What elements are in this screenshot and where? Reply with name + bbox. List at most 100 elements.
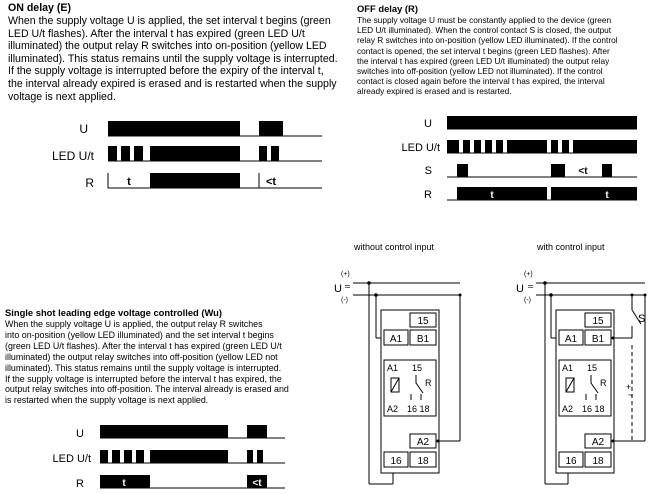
pulse-bar <box>551 187 637 200</box>
wiring-with-control-input: (+) (-) U ≂ 15 A1 B1 S + ~ A1 15 <box>516 271 647 485</box>
signal-label-u: U <box>79 122 88 136</box>
pulse-bar <box>124 450 132 463</box>
terminal-a2-inner: A2 <box>387 404 398 414</box>
terminal-15-inner: 15 <box>412 363 422 373</box>
signal-label-r: R <box>85 176 94 190</box>
signal-label-led: LED U/t <box>52 453 91 465</box>
pulse-bar <box>247 425 267 438</box>
text-line: contact is opened, the set interval t be… <box>357 45 610 56</box>
text-line: contact is closed again before the inter… <box>357 76 605 87</box>
pulse-bar <box>150 173 240 188</box>
switch-icon <box>631 309 642 325</box>
off-delay-description: The supply voltage U must be constantly … <box>357 15 618 97</box>
pulse-bar <box>457 187 547 200</box>
text-line: illuminated) the output relay R switches… <box>8 40 327 53</box>
single-shot-description: When the supply voltage U is applied, th… <box>5 319 289 406</box>
text-line: already expired is erased and is restart… <box>357 86 512 97</box>
text-line: switches into off-position (yellow LED n… <box>357 66 603 77</box>
pulse-bar <box>551 164 565 177</box>
on-delay-timing-diagram: U LED U/t R t <t <box>52 121 322 190</box>
terminal-a1: A1 <box>390 334 403 345</box>
terminal-18: 18 <box>417 456 429 467</box>
pulse-bar <box>474 140 481 153</box>
pulse-bar <box>602 164 612 177</box>
text-line: relay R switches into on-position (yello… <box>357 35 618 46</box>
supply-label: U <box>516 283 524 295</box>
pulse-bar <box>562 140 569 153</box>
on-delay-title: ON delay (E) <box>8 2 71 14</box>
on-delay-description: When the supply voltage U is applied, th… <box>8 15 338 103</box>
interval-mark-lt: <t <box>252 478 262 489</box>
text-line: When the supply voltage U is applied, th… <box>8 15 331 27</box>
terminal-b1: B1 <box>417 334 430 345</box>
pulse-bar <box>447 140 459 153</box>
pulse-bar <box>551 140 558 153</box>
pulse-bar <box>573 140 637 153</box>
terminal-a1-inner: A1 <box>562 363 573 373</box>
text-line: The supply voltage U must be constantly … <box>357 15 612 25</box>
signal-label-s: S <box>425 165 432 177</box>
interval-mark-t: t <box>605 190 609 201</box>
pulse-bar <box>257 450 263 463</box>
pulse-bar <box>134 146 143 161</box>
dc-ac-control-icon: + <box>626 382 631 392</box>
terminal-15: 15 <box>417 316 429 327</box>
terminal-16: 16 <box>565 456 577 467</box>
supply-symbol: ≂ <box>344 282 351 291</box>
single-shot-timing-diagram: U LED U/t R t <t <box>52 425 285 490</box>
text-line: is restarted when the supply voltage is … <box>5 395 209 406</box>
terminal-a2: A2 <box>417 437 430 448</box>
text-line: illuminated). This status remains until … <box>5 362 282 373</box>
supply-symbol: ≂ <box>527 282 534 291</box>
single-shot-title: Single shot leading edge voltage control… <box>5 307 223 318</box>
pulse-bar <box>150 450 228 463</box>
terminal-15-inner: 15 <box>587 363 597 373</box>
text-line: If the supply voltage is interrupted bef… <box>5 373 282 384</box>
without-control-input-caption: without control input <box>354 242 435 252</box>
with-control-input-caption: with control input <box>537 242 605 252</box>
terminal-16-18-inner: 16 18 <box>407 404 430 414</box>
terminal-b1: B1 <box>592 334 605 345</box>
signal-label-r: R <box>76 478 84 490</box>
pulse-bar <box>259 121 283 136</box>
pulse-bar <box>108 146 117 161</box>
pulse-bar <box>247 475 267 488</box>
terminal-16-18-inner: 16 18 <box>582 404 605 414</box>
plus-label: (+) <box>524 271 533 278</box>
pulse-bar <box>507 140 547 153</box>
text-line: If the supply voltage is interrupted bef… <box>8 65 324 78</box>
signal-label-u: U <box>424 118 432 130</box>
pulse-bar <box>457 164 468 177</box>
text-line: output relay switches into off-position.… <box>5 384 289 395</box>
off-delay-title: OFF delay (R) <box>357 3 418 14</box>
pulse-bar <box>121 146 130 161</box>
signal-label-led: LED U/t <box>401 142 440 154</box>
signal-label-led: LED U/t <box>52 149 95 163</box>
relay-label: R <box>600 378 607 388</box>
text-line: the interval already expired is erased a… <box>8 77 337 90</box>
signal-label-r: R <box>424 189 432 201</box>
supply-label: U <box>334 283 342 295</box>
pulse-bar <box>136 450 144 463</box>
text-line: into on-position (yellow LED illuminated… <box>5 329 274 340</box>
relay-contact-icon <box>410 375 424 400</box>
text-line: LED U/t illuminated). When the control c… <box>357 25 612 36</box>
interval-mark-t: t <box>127 176 131 188</box>
terminal-18: 18 <box>592 456 604 467</box>
text-line: illuminated) the output relay switches i… <box>5 351 278 362</box>
pulse-bar <box>259 146 267 161</box>
terminal-15: 15 <box>592 316 604 327</box>
terminal-a1: A1 <box>565 334 578 345</box>
pulse-bar <box>496 140 503 153</box>
terminal-a1-inner: A1 <box>387 363 398 373</box>
interval-mark-t: t <box>122 478 126 489</box>
dc-ac-control-icon: ~ <box>628 390 633 400</box>
minus-label: (-) <box>524 297 531 304</box>
text-line: the interval t has expired (green LED U/… <box>357 55 610 66</box>
off-delay-timing-diagram: U LED U/t S R <t t t <box>401 116 637 201</box>
pulse-bar <box>463 140 470 153</box>
pulse-bar <box>100 425 228 438</box>
pulse-bar <box>247 450 253 463</box>
text-line: voltage is next applied. <box>8 90 116 103</box>
